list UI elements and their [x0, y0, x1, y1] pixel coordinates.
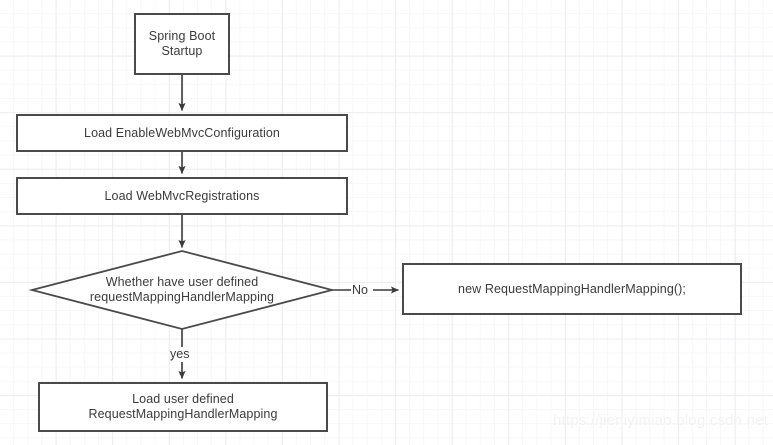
- node-spring-boot-startup[interactable]: Spring Boot Startup: [134, 13, 230, 75]
- node-spring-boot-startup-label: Spring Boot Startup: [148, 29, 216, 58]
- node-load-webmvcregistrations[interactable]: Load WebMvcRegistrations: [16, 177, 348, 215]
- node-decision-user-defined-request-mapping-label: Whether have user defined requestMapping…: [89, 275, 275, 304]
- node-load-webmvcregistrations-label: Load WebMvcRegistrations: [104, 188, 260, 203]
- node-new-request-mapping-handler-mapping-label: new RequestMappingHandlerMapping();: [458, 281, 686, 296]
- node-load-enablewebmvcconfiguration[interactable]: Load EnableWebMvcConfiguration: [16, 114, 348, 152]
- node-load-enablewebmvcconfiguration-label: Load EnableWebMvcConfiguration: [84, 125, 280, 140]
- node-load-user-defined-request-mapping-handler-mapping[interactable]: Load user defined RequestMappingHandlerM…: [38, 382, 328, 432]
- node-decision-user-defined-request-mapping[interactable]: Whether have user defined requestMapping…: [32, 251, 332, 329]
- node-new-request-mapping-handler-mapping[interactable]: new RequestMappingHandlerMapping();: [402, 263, 742, 315]
- watermark: https://jieniyimiao.blog.csdn.net: [553, 412, 769, 429]
- edge-label-yes: yes: [170, 347, 190, 361]
- node-load-user-defined-request-mapping-handler-mapping-label: Load user defined RequestMappingHandlerM…: [88, 392, 278, 421]
- edge-label-no: No: [352, 283, 368, 297]
